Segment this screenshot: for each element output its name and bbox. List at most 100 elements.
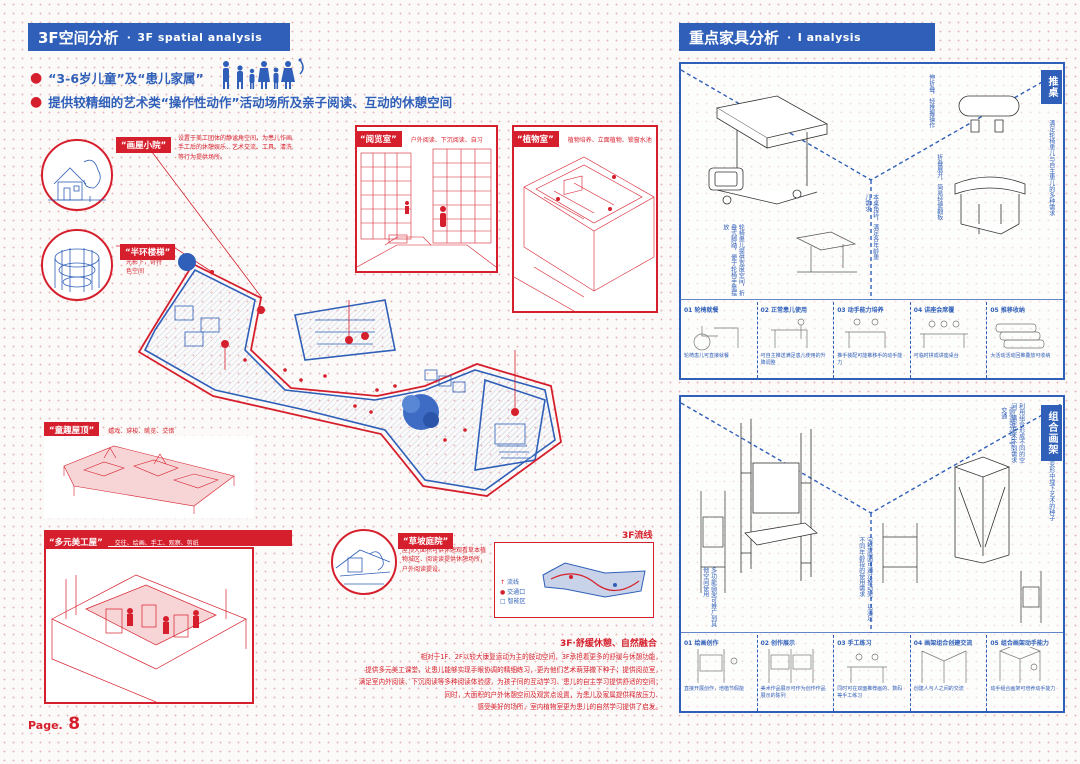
huawu-desc: 设置于美工团体的静谧角空间，为患儿作画手工后的休憩娱乐、艺术交流、工具、清洗等行… <box>178 135 293 161</box>
step-caption: 动手组合画架可培养动手能力 <box>990 686 1056 692</box>
push-table-steps: 01 轮椅就餐 轮椅患儿可直接就餐 02 正常患儿使用 可自主推送满足患儿使用的… <box>681 302 1063 378</box>
step-num: 03 <box>837 640 846 647</box>
step-icon <box>845 318 886 348</box>
tongqu-roof-illustration <box>44 436 254 518</box>
step-num: 04 <box>913 307 923 314</box>
step-label: 动手能力培养 <box>847 307 884 314</box>
step-label: 组合画架动手能力 <box>1000 640 1049 647</box>
yuelanshi-desc: 户外阅读、下沉阅读、自习 <box>410 137 483 144</box>
summary-line: 提供多元美工课堂，让患儿能够实现手眼协调的精细练习，更为他们艺术萌芽撒下种子；提… <box>365 665 662 674</box>
step-icon <box>999 647 1042 683</box>
yuelanshi-tag: “阅览室” <box>355 131 402 147</box>
easel-vert-note: 变形中埋下艺术的种子 <box>1047 461 1055 521</box>
step-caption: 轮椅患儿可直接就餐 <box>684 353 730 359</box>
subtitle-users: ● “3-6岁儿童”及“患儿家属” <box>30 69 204 87</box>
huawu-circle-vignette <box>41 139 113 211</box>
tongqu-desc: 嬉戏、穿梭、眺览、交错 <box>108 428 175 435</box>
page-label: Page. <box>28 719 63 732</box>
easel-note: 多功能画架可推广到其他空间使用 <box>701 567 717 627</box>
step-icon <box>770 318 807 348</box>
easel-note: 完整底面可通过推动架，以满足不同年龄段的使用需求 <box>857 537 873 621</box>
panel-push-table: 推桌 满足轮椅患儿与自主患儿的多种需求 伸折叠，轻推握操作 折叠展开，简易轻便翻… <box>679 62 1065 380</box>
page-number: Page. 8 <box>28 714 80 734</box>
easel-small-2 <box>882 523 918 583</box>
easel-note: 画架部分可上下，交通 <box>999 407 1015 455</box>
step-card: 02 创作展示 美术作品展示可作为创作作品展示的陈列 <box>758 635 835 711</box>
subtitle-purpose: ● 提供较精细的艺术类“操作性动作”活动场所及亲子阅读、互动的休憩空间 <box>30 93 453 111</box>
step-num: 04 <box>913 640 923 647</box>
subtitle-users-text: “3-6岁儿童”及“患儿家属” <box>48 71 204 86</box>
easel-main-illustration <box>740 419 818 581</box>
step-label: 手工练习 <box>847 640 872 647</box>
step-label: 绘画创作 <box>694 640 719 647</box>
push-table-vert-note: 满足轮椅患儿与自主患儿的多种需求 <box>1047 120 1055 216</box>
duoyuan-illustration <box>51 574 247 702</box>
left-title-banner: 3F空间分析 · 3F spatial analysis <box>28 23 290 51</box>
subtitle-purpose-text: 提供较精细的艺术类“操作性动作”活动场所及亲子阅读、互动的休憩空间 <box>48 95 453 110</box>
push-table-note: 轮椅患儿提供宽度空间，折叠式脚踏，便于轮椅手靠摆放 <box>721 224 745 296</box>
zhiwushi-illustration <box>514 156 655 311</box>
huawu-tag: “画屋小院” <box>116 137 172 153</box>
easel-note: 利用组合形成不同的空间，满足艺术不同需求 <box>1009 403 1025 463</box>
step-icon <box>768 649 813 683</box>
caopo-circle-vignette <box>331 529 397 595</box>
step-caption: 推手装配可能推移手的动手能力 <box>837 353 903 366</box>
push-table-note: 本桌角转，满足各年龄患儿需求 <box>863 194 879 260</box>
right-title-banner: 重点家具分析 · I analysis <box>679 23 935 51</box>
yuelanshi-box <box>355 125 498 273</box>
easel-bottom-right <box>1020 571 1042 623</box>
summary-line: 相对于1F、2F以较大康复运动为主的肢动空间，3F承担着更多的舒缓与休憩功能， <box>420 653 662 661</box>
step-card: 04 画架组合创建交流 创建人与人之间的交流 <box>911 635 988 711</box>
panel-easel: 组合画架 变形中埋下艺术的种子 利用组合形成不同的空间，满足艺术不同需求 画架部… <box>679 395 1065 713</box>
step-card: 03 动手能力培养 推手装配可能推移手的动手能力 <box>834 302 911 378</box>
banhuan-desc: 光影下，奇特色空间 <box>126 259 163 276</box>
step-card: 03 手工练习 同时可在双面推荐画的、数码等手工练习 <box>834 635 911 711</box>
step-num: 02 <box>760 307 769 314</box>
step-icon <box>919 320 968 348</box>
zhiwushi-desc: 植物培养、立面植物、锁窗水池 <box>567 137 652 144</box>
step-num: 05 <box>990 640 999 647</box>
easel-small-1 <box>700 491 726 593</box>
left-title-sep: · <box>126 30 132 44</box>
step-num: 03 <box>837 307 846 314</box>
easel-steps: 01 绘画创作 直接开展创作，培植节假能 02 创作展示 美术作品展示可作为创作… <box>681 635 1063 711</box>
step-caption: 创建人与人之间的交流 <box>913 686 964 692</box>
easel-tag: 组合画架 <box>1041 405 1062 461</box>
step-caption: 可临时拼成讲座桌台 <box>913 353 959 359</box>
step-card: 01 绘画创作 直接开展创作，培植节假能 <box>681 635 758 711</box>
flow-box <box>494 542 654 618</box>
push-table-main-illustration <box>708 95 829 205</box>
caopo-tag: “草坡庭院” <box>398 533 454 549</box>
step-caption: 大活动活动回推叠放可收纳 <box>990 353 1051 359</box>
step-caption: 可自主推送满足患儿使用的升降调整 <box>760 353 826 366</box>
easel-divider-lines <box>681 402 1063 633</box>
yuelanshi-illustration <box>357 148 496 268</box>
push-table-tag: 推桌 <box>1041 70 1062 104</box>
banhuan-tag: “半环楼梯” <box>120 244 176 260</box>
right-title-sep: · <box>787 30 792 44</box>
duoyuan-box <box>44 547 254 704</box>
zhiwushi-tag: “植物室” <box>512 131 559 147</box>
step-label: 推移收纳 <box>1000 307 1025 314</box>
push-table-bench <box>954 176 1026 235</box>
push-table-note: 折叠展开，简易轻便翻板 <box>935 154 943 220</box>
step-label: 创作展示 <box>771 640 796 647</box>
step-icon <box>996 323 1045 349</box>
summary-line: 满足室内外阅读、下沉阅读等多种阅读体验感，为孩子间的互动学习、患儿的自主学习提供… <box>358 678 662 687</box>
step-icon <box>697 649 738 683</box>
right-title-cn: 重点家具分析 <box>689 28 780 47</box>
step-icon <box>921 650 967 683</box>
step-caption: 美术作品展示可作为创作作品展示的陈列 <box>760 686 826 699</box>
summary-line: 同时，大面积的户外休憩空间及观赏点设置，为患儿及家属提供释放压力、 <box>444 690 662 699</box>
duoyuan-tag: “多元美工屋” <box>44 534 108 550</box>
left-title-cn: 3F空间分析 <box>38 28 119 47</box>
tongqu-tag: “童趣屋顶” <box>44 422 100 438</box>
step-label: 正常患儿使用 <box>771 307 808 314</box>
main-isometric-plan <box>137 253 562 497</box>
flow-legend-item: 交通口 <box>507 588 526 596</box>
left-title-en: 3F spatial analysis <box>137 30 263 44</box>
step-num: 01 <box>684 307 693 314</box>
step-caption: 直接开展创作，培植节假能 <box>684 686 745 692</box>
push-table-detail-icon <box>795 231 857 273</box>
step-num: 01 <box>684 640 693 647</box>
